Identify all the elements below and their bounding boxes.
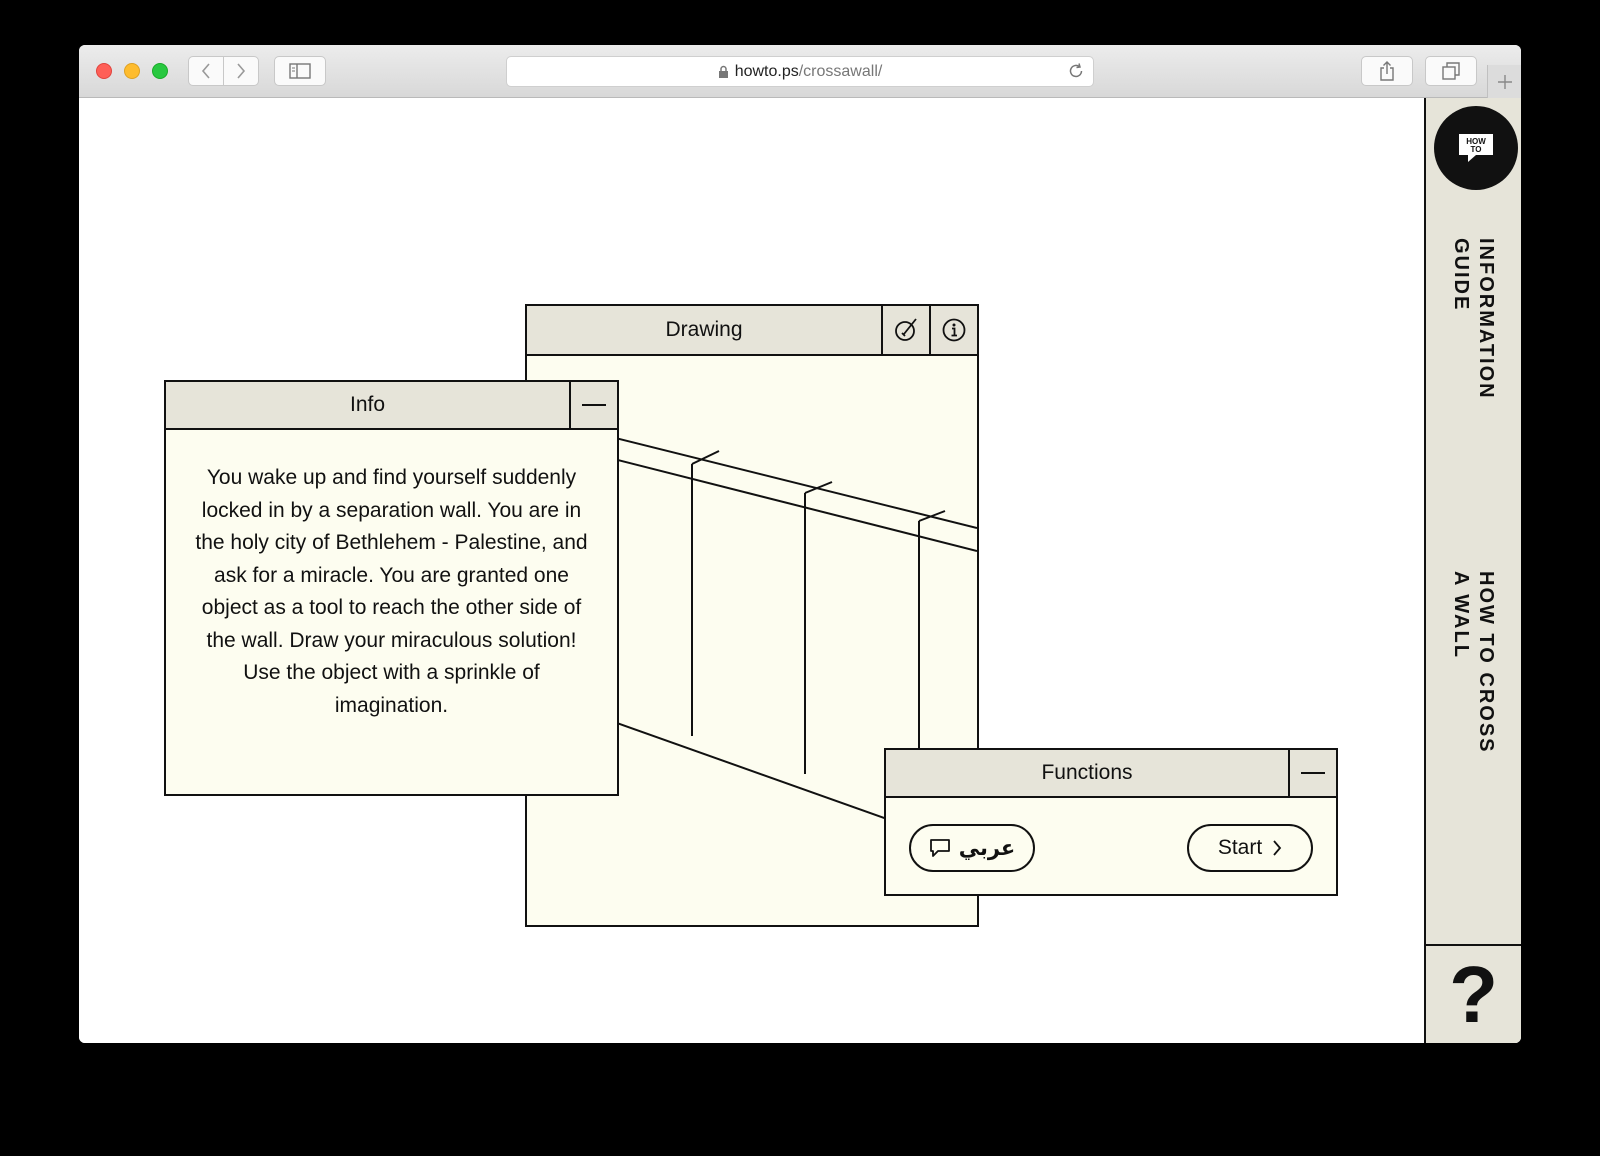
language-button[interactable]: عربي: [909, 824, 1035, 872]
speech-bubble-logo-icon: HOW TO: [1459, 134, 1493, 162]
language-button-label: عربي: [958, 836, 1016, 860]
info-panel-header[interactable]: Info: [166, 382, 617, 430]
logo-text-top: HOW: [1466, 137, 1486, 146]
close-window-button[interactable]: [96, 63, 112, 79]
info-minimize-button[interactable]: [569, 382, 617, 428]
zoom-window-button[interactable]: [152, 63, 168, 79]
chevron-left-icon: [201, 63, 210, 79]
address-bar[interactable]: howto.ps/crossawall/: [506, 56, 1094, 87]
how-to-cross-line2: A WALL: [1450, 571, 1472, 659]
minimize-window-button[interactable]: [124, 63, 140, 79]
new-tab-button[interactable]: [1487, 65, 1521, 98]
show-tabs-button[interactable]: [1425, 56, 1477, 86]
info-panel-title: Info: [349, 393, 386, 416]
speech-bubble-icon: [929, 839, 950, 857]
minus-icon: [582, 404, 606, 406]
share-icon: [1380, 61, 1394, 81]
drawing-panel-title: Drawing: [665, 318, 743, 341]
chevron-right-icon: [1273, 840, 1282, 856]
info-panel: Info You wake up and find yourself sudde…: [164, 380, 619, 796]
info-text: You wake up and find yourself suddenly l…: [195, 466, 588, 717]
information-guide-line1: INFORMATION: [1475, 238, 1497, 400]
plus-icon: [1497, 74, 1512, 89]
back-button[interactable]: [188, 56, 224, 86]
url-host: howto.ps: [734, 62, 799, 80]
start-button[interactable]: Start: [1187, 824, 1313, 872]
page-content: Drawing: [79, 98, 1521, 1043]
howto-logo[interactable]: HOW TO: [1434, 106, 1518, 190]
help-button[interactable]: ?: [1426, 944, 1521, 1043]
chevron-right-icon: [237, 63, 246, 79]
drawing-info-button[interactable]: [929, 306, 977, 354]
functions-panel-title: Functions: [1041, 761, 1133, 784]
brush-icon: [895, 318, 917, 341]
logo-text-bottom: TO: [1471, 145, 1482, 154]
browser-toolbar: howto.ps/crossawall/: [79, 45, 1521, 98]
brush-button[interactable]: [881, 306, 929, 354]
information-guide-line2: GUIDE: [1450, 238, 1472, 312]
right-sidebar: HOW TO INFORMATION GUIDE HOW TO CROSS A …: [1424, 98, 1521, 1043]
share-button[interactable]: [1361, 56, 1413, 86]
functions-panel: Functions عربي Start: [884, 748, 1338, 896]
lock-icon: [718, 65, 728, 78]
drawing-panel-header[interactable]: Drawing: [527, 306, 977, 356]
info-icon: [942, 318, 966, 342]
tabs-icon: [1442, 62, 1460, 80]
functions-panel-header[interactable]: Functions: [886, 750, 1336, 798]
url-path: /crossawall/: [798, 62, 883, 80]
functions-minimize-button[interactable]: [1288, 750, 1336, 796]
sidebar-icon: [289, 63, 311, 79]
how-to-cross-a-wall-link[interactable]: HOW TO CROSS A WALL: [1448, 571, 1498, 754]
browser-window: howto.ps/crossawall/ Drawing: [79, 45, 1521, 1043]
forward-button[interactable]: [223, 56, 259, 86]
sidebar-toggle-button[interactable]: [274, 56, 326, 86]
how-to-cross-line1: HOW TO CROSS: [1475, 571, 1497, 754]
minus-icon: [1301, 772, 1325, 774]
start-button-label: Start: [1217, 836, 1263, 859]
information-guide-link[interactable]: INFORMATION GUIDE: [1448, 238, 1498, 400]
reload-icon[interactable]: [1067, 62, 1085, 80]
